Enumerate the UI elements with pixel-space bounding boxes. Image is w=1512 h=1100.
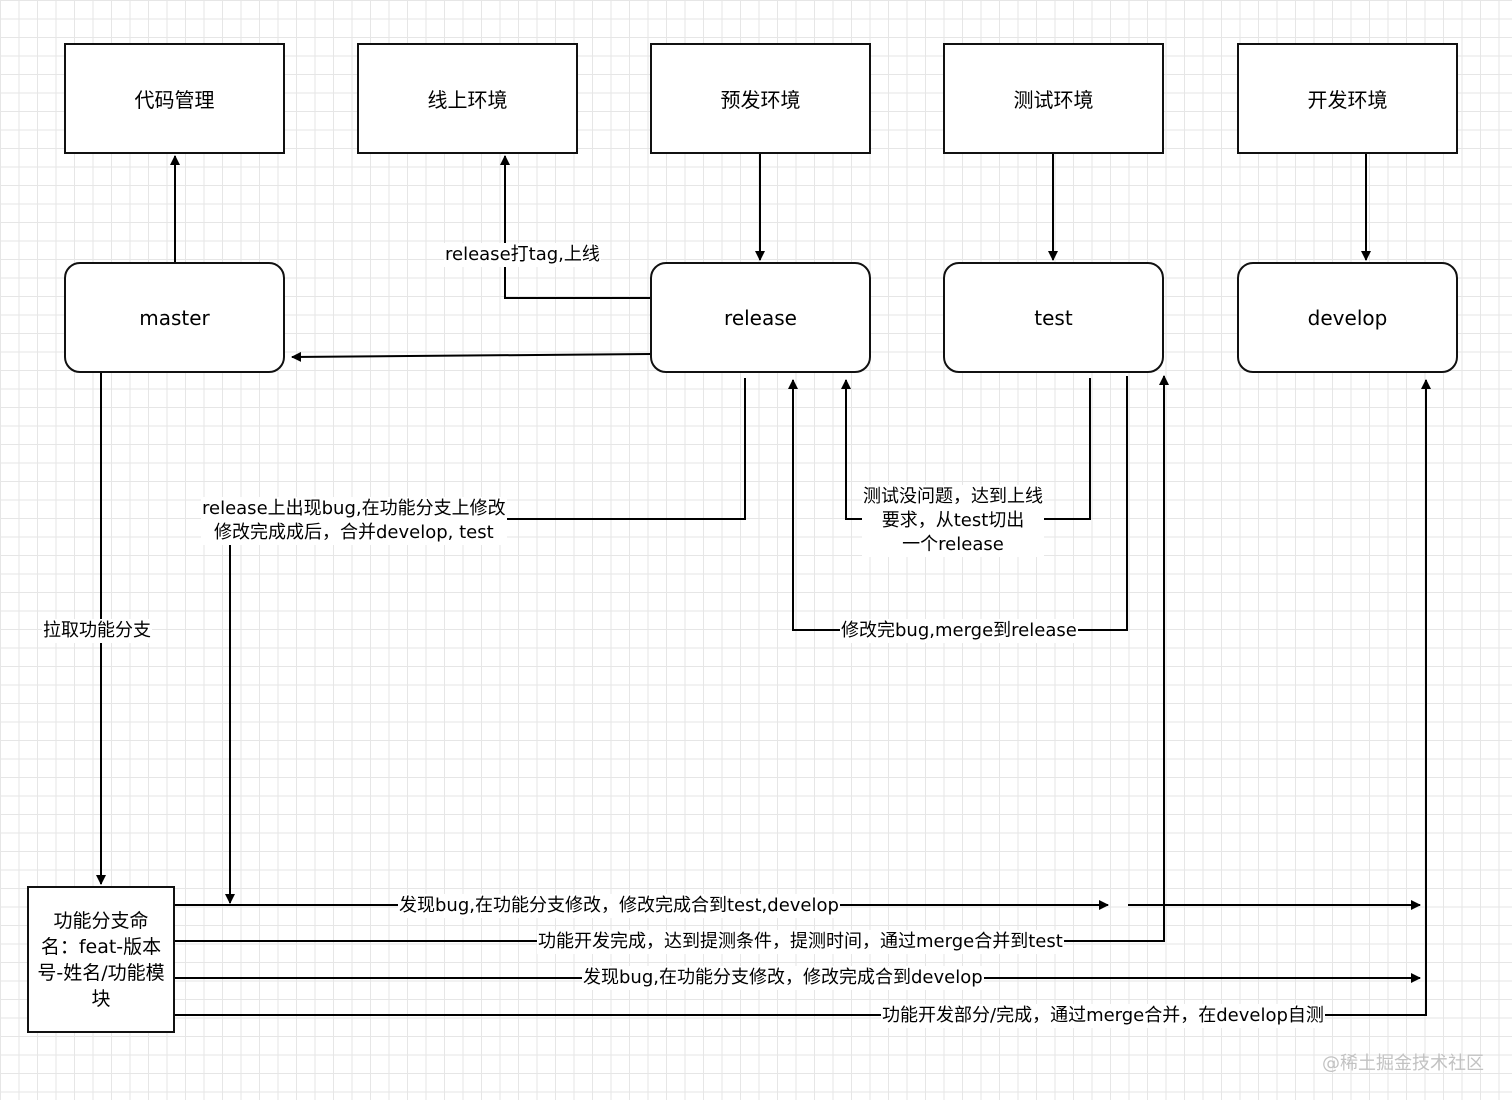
feature-branch-label: 功能分支命名：feat-版本号-姓名/功能模块: [37, 909, 165, 1010]
label-merge-release: 修改完bug,merge到release: [840, 619, 1078, 643]
branch-release: release: [650, 262, 871, 373]
branch-develop-label: develop: [1307, 305, 1388, 330]
env-testing: 测试环境: [943, 43, 1164, 154]
label-release-tag: release打tag,上线: [444, 243, 601, 267]
arrow-release-to-master: [291, 351, 652, 362]
label-feature-flow-2: 功能开发完成，达到提测条件，提测时间，通过merge合并到test: [537, 930, 1064, 954]
env-staging: 预发环境: [650, 43, 871, 154]
feature-branch-box: 功能分支命名：feat-版本号-姓名/功能模块: [27, 886, 175, 1033]
arrow-f2-to-test: [175, 375, 1169, 942]
env-development: 开发环境: [1237, 43, 1458, 154]
branch-master-label: master: [139, 305, 210, 330]
branch-test: test: [943, 262, 1164, 373]
env-test-label: 测试环境: [1013, 88, 1094, 112]
watermark: @稀土掘金技术社区: [1322, 1053, 1484, 1074]
label-release-bug: release上出现bug,在功能分支上修改 修改完成成后，合并develop,…: [201, 497, 507, 545]
arrow-release-to-prod: [500, 155, 651, 299]
label-feature-flow-1: 发现bug,在功能分支修改，修改完成合到test,develop: [398, 894, 840, 918]
env-prod-label: 线上环境: [427, 88, 508, 112]
branch-test-label: test: [1034, 305, 1073, 330]
branch-release-label: release: [724, 305, 797, 330]
label-test-to-release: 测试没问题，达到上线 要求，从test切出 一个release: [862, 485, 1044, 557]
env-code-management: 代码管理: [64, 43, 285, 154]
env-dev-label: 开发环境: [1307, 88, 1388, 112]
label-pull-feature: 拉取功能分支: [42, 619, 152, 643]
label-feature-flow-3: 发现bug,在功能分支修改，修改完成合到develop: [582, 966, 984, 990]
branch-develop: develop: [1237, 262, 1458, 373]
env-production: 线上环境: [357, 43, 578, 154]
label-feature-flow-4: 功能开发部分/完成，通过merge合并，在develop自测: [881, 1004, 1325, 1028]
env-code-label: 代码管理: [134, 88, 215, 112]
branch-master: master: [64, 262, 285, 373]
arrow-release-bug-to-feature: [225, 378, 746, 904]
arrow-f4-to-develop: [175, 379, 1431, 1016]
env-staging-label: 预发环境: [720, 88, 801, 112]
